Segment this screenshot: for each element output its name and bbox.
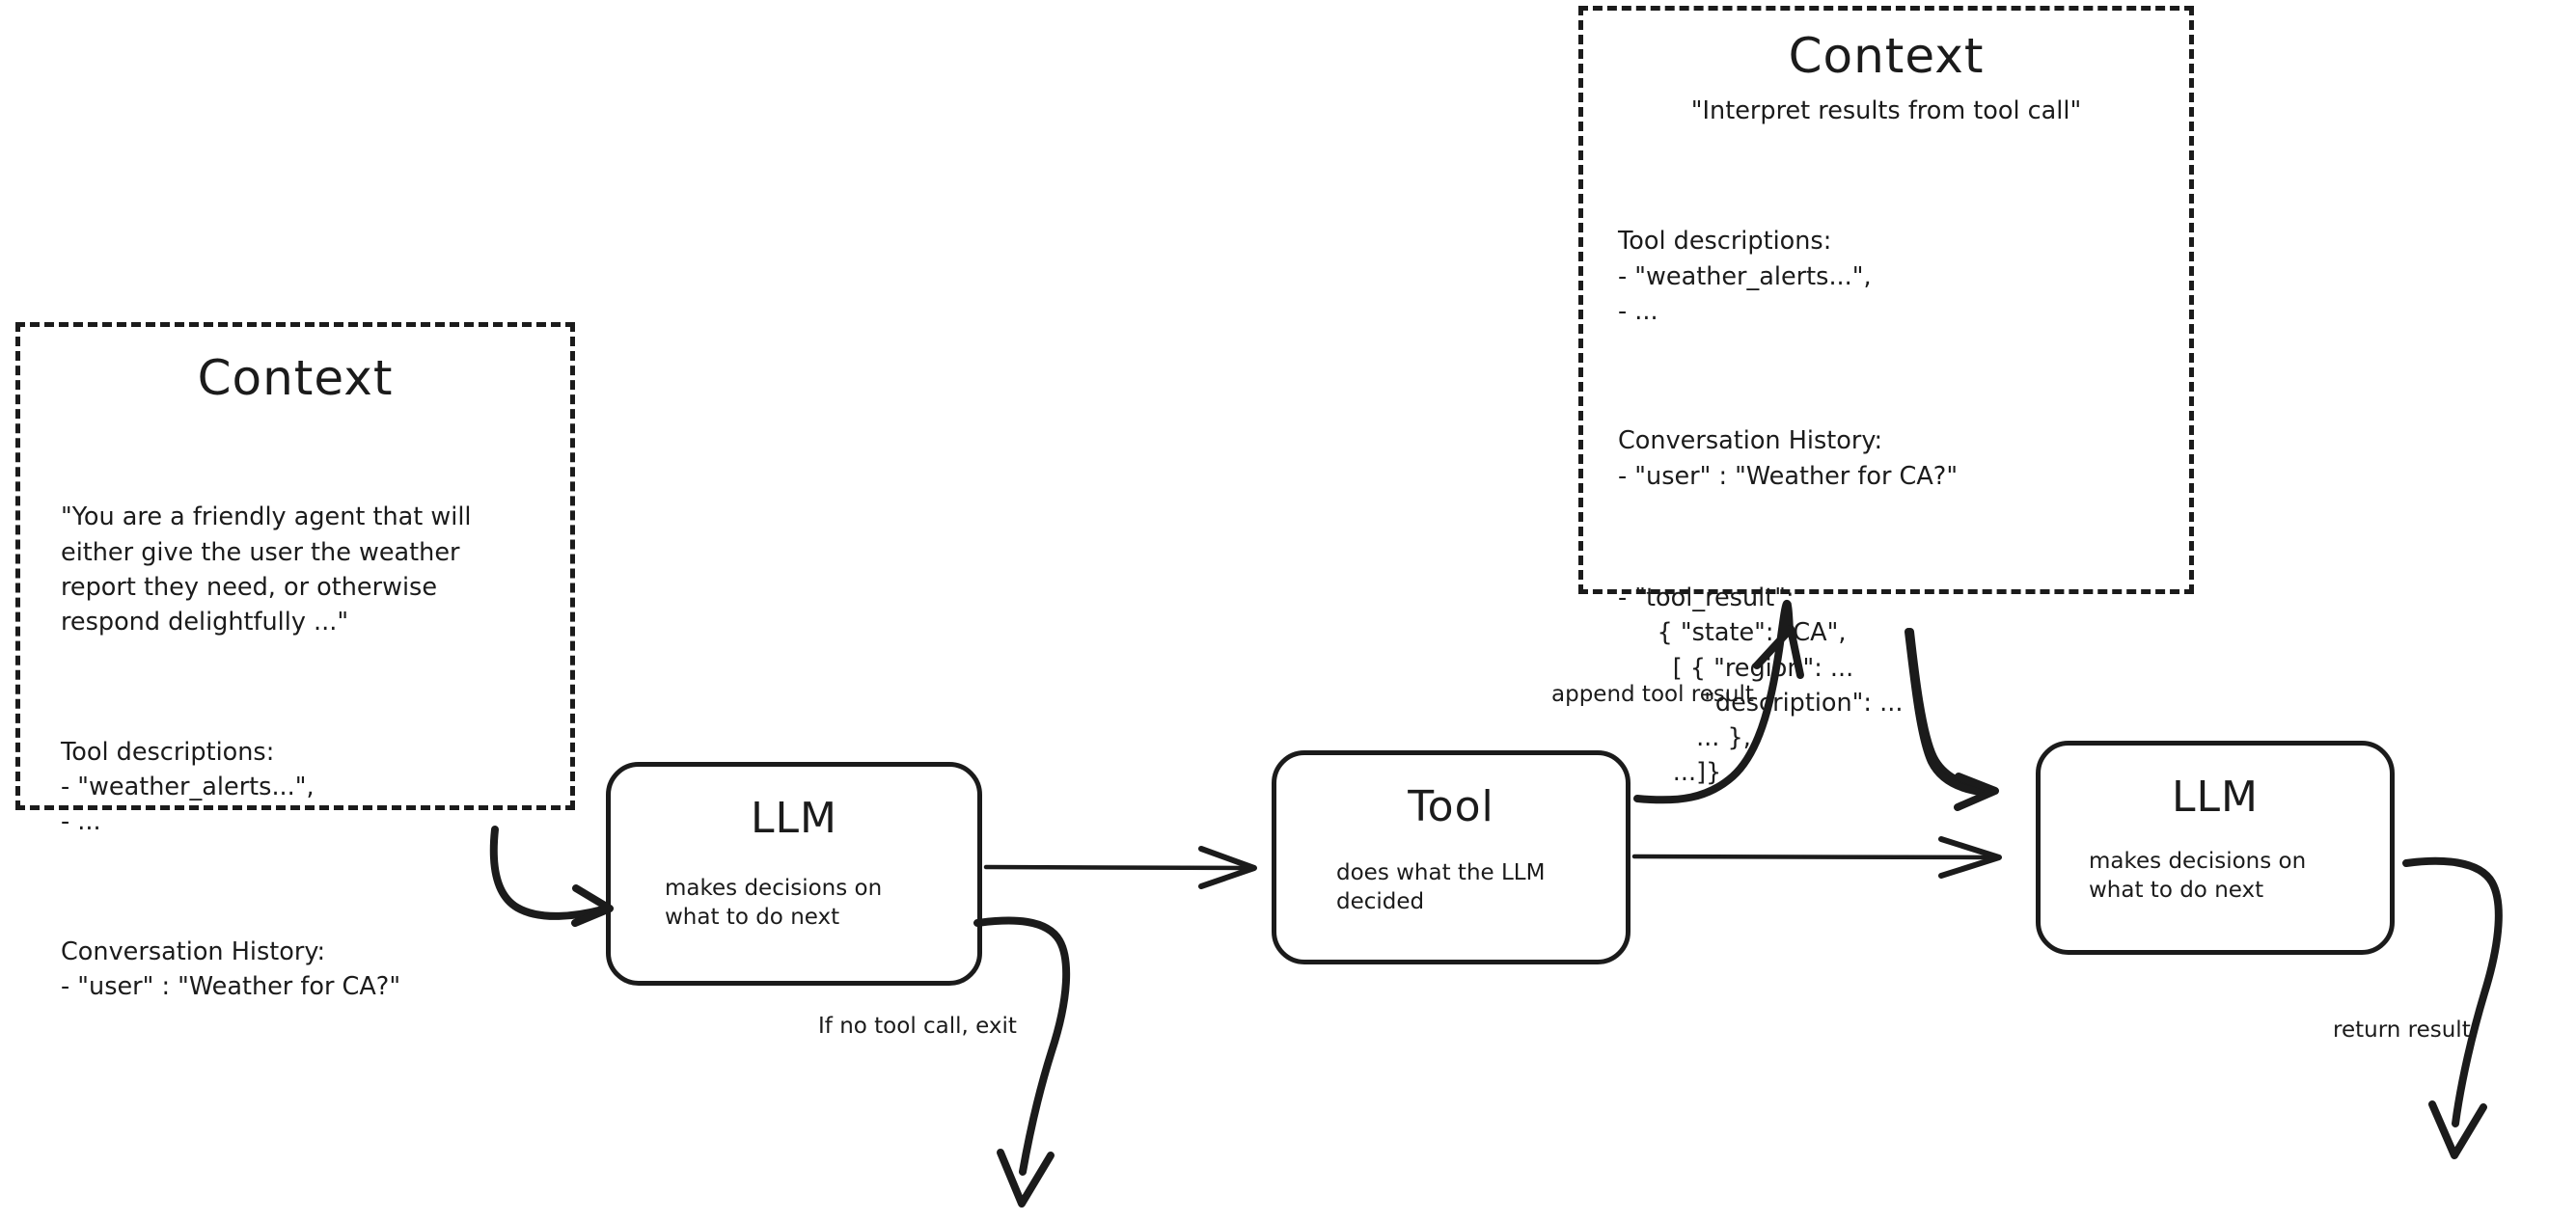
context-right-system-prompt: "Interpret results from tool call" [1690, 96, 2082, 125]
context-right-conversation-history: Conversation History: - "user" : "Weathe… [1618, 426, 1959, 491]
context-panel-right: Context "Interpret results from tool cal… [1578, 6, 2194, 787]
context-panel-left: Context "You are a friendly agent that w… [15, 322, 575, 1001]
node-llm-first-title: LLM [751, 794, 837, 843]
context-left-system-prompt: "You are a friendly agent that will eith… [61, 502, 472, 638]
arrow-llm-second-return [2402, 856, 2503, 1159]
context-left-body: "You are a friendly agent that will eith… [45, 430, 545, 1073]
edge-label-if-no-tool-call-exit: If no tool call, exit [818, 1014, 1017, 1039]
context-left-title: Context [197, 350, 394, 406]
node-llm-second[interactable]: LLM makes decisions on what to do next [2036, 741, 2395, 955]
node-llm-second-subtitle: makes decisions on what to do next [2089, 849, 2307, 903]
context-left-tool-descriptions: Tool descriptions: - "weather_alerts..."… [61, 737, 315, 837]
arrow-llm-first-to-tool [983, 846, 1257, 889]
edge-label-append-tool-result: append tool result [1551, 682, 1754, 707]
context-right-title: Context [1788, 28, 1985, 84]
edge-label-return-result: return result [2333, 1018, 2471, 1043]
node-tool-subtitle: does what the LLM decided [1336, 860, 1546, 914]
node-llm-first-subtitle: makes decisions on what to do next [665, 876, 883, 930]
context-left-conversation-history: Conversation History: - "user" : "Weathe… [61, 936, 401, 1001]
node-llm-first[interactable]: LLM makes decisions on what to do next [606, 762, 982, 986]
arrow-llm-first-exit [973, 916, 1071, 1207]
node-tool[interactable]: Tool does what the LLM decided [1272, 750, 1631, 964]
node-llm-second-title: LLM [2172, 773, 2259, 822]
node-tool-title: Tool [1408, 782, 1494, 831]
context-right-tool-descriptions: Tool descriptions: - "weather_alerts..."… [1618, 227, 1872, 326]
